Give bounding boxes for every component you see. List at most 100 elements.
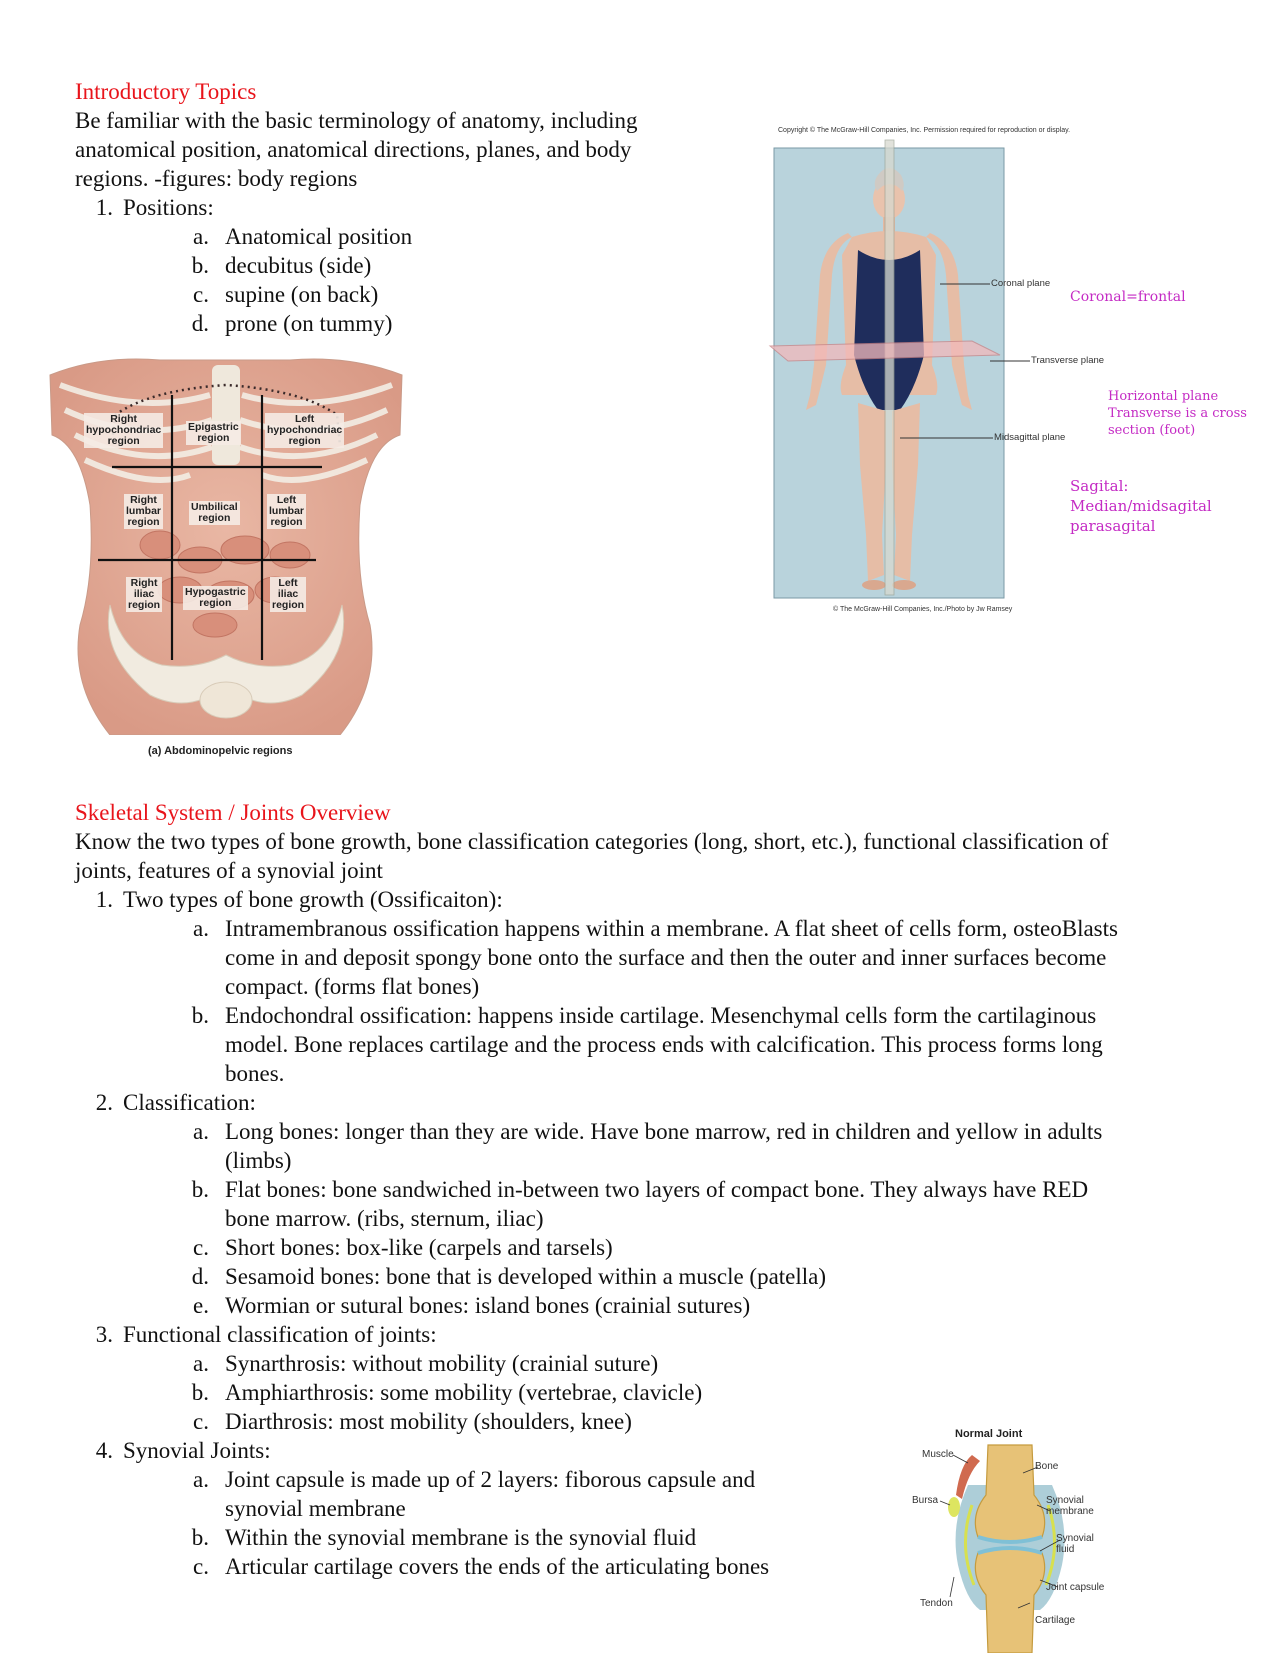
label-synovial-membrane: Synovial membrane xyxy=(1046,1495,1094,1517)
sublist-letter: a. xyxy=(193,1119,209,1144)
sublist-line: Flat bones: bone sandwiched in-between t… xyxy=(225,1177,1089,1202)
label-bursa: Bursa xyxy=(912,1495,939,1506)
sublist-line: Within the synovial membrane is the syno… xyxy=(225,1525,697,1550)
label-tendon: Tendon xyxy=(920,1598,953,1609)
sublist-text: Articular cartilage covers the ends of t… xyxy=(225,1552,769,1581)
section-heading-skeletal: Skeletal System / Joints Overview xyxy=(75,800,391,825)
sublist-text: decubitus (side) xyxy=(225,253,372,278)
list-number: 1. xyxy=(95,195,113,220)
sublist-text: Flat bones: bone sandwiched in-between t… xyxy=(225,1175,1088,1233)
sublist-letter: e. xyxy=(193,1293,209,1318)
label-cartilage: Cartilage xyxy=(1035,1615,1076,1626)
sublist-line: come in and deposit spongy bone onto the… xyxy=(225,945,1107,970)
sublist-letter: b. xyxy=(191,1525,209,1550)
normal-joint-figure: Normal Joint Muscle Bone Bursa Synovial xyxy=(910,1425,1110,1653)
list-text: Two types of bone growth (Ossificaiton): xyxy=(123,887,503,912)
sublist-text: prone (on tummy) xyxy=(225,311,393,336)
intro-line: anatomical position, anatomical directio… xyxy=(75,137,632,162)
annotation-line: Transverse is a cross xyxy=(1108,406,1247,421)
sublist-text: Amphiarthrosis: some mobility (vertebrae… xyxy=(225,1378,702,1407)
annotation-line: parasagital xyxy=(1070,517,1156,535)
sublist-text: Within the synovial membrane is the syno… xyxy=(225,1523,696,1552)
figure-photo-credit: © The McGraw-Hill Companies, Inc./Photo … xyxy=(833,606,1013,613)
sublist-text: Sesamoid bones: bone that is developed w… xyxy=(225,1262,826,1291)
intro-line: joints, features of a synovial joint xyxy=(75,858,383,883)
sublist-text: Long bones: longer than they are wide. H… xyxy=(225,1117,1102,1175)
sublist-letter: b. xyxy=(191,253,209,278)
sublist-letter: a. xyxy=(193,1351,209,1376)
section-heading-introductory: Introductory Topics xyxy=(75,79,257,104)
sublist-line: Wormian or sutural bones: island bones (… xyxy=(225,1293,751,1318)
sublist-text: Joint capsule is made up of 2 layers: fi… xyxy=(225,1465,755,1523)
sublist-line: Amphiarthrosis: some mobility (vertebrae… xyxy=(225,1380,703,1405)
sublist-line: bones. xyxy=(225,1061,285,1086)
sublist-letter: c. xyxy=(193,1235,209,1260)
figure-copyright: Copyright © The McGraw-Hill Companies, I… xyxy=(778,127,1071,134)
sublist-item: d. prone (on tummy) xyxy=(187,309,587,338)
label-bone: Bone xyxy=(1035,1461,1059,1472)
sublist-letter: a. xyxy=(193,1467,209,1492)
list-item-positions: 1. Positions: xyxy=(85,193,485,222)
sublist-letter: b. xyxy=(191,1177,209,1202)
sublist-item: c. supine (on back) xyxy=(187,280,587,309)
annotation-line: Sagital: xyxy=(1070,477,1129,495)
sublist-line: Short bones: box-like (carpels and tarse… xyxy=(225,1235,613,1260)
annotation-coronal: Coronal=frontal xyxy=(1070,289,1186,305)
list-text: Positions: xyxy=(123,195,214,220)
sublist-line: Synarthrosis: without mobility (crainial… xyxy=(225,1351,659,1376)
sublist-line: (limbs) xyxy=(225,1148,292,1173)
sublist-line: synovial membrane xyxy=(225,1496,406,1521)
sublist-text: Short bones: box-like (carpels and tarse… xyxy=(225,1233,613,1262)
sublist-item: a. Anatomical position xyxy=(187,222,587,251)
list-number: 3. xyxy=(95,1322,113,1347)
intro-line: Be familiar with the basic terminology o… xyxy=(75,108,638,133)
sublist-text: Synarthrosis: without mobility (crainial… xyxy=(225,1349,658,1378)
sublist-item: b. decubitus (side) xyxy=(187,251,587,280)
sublist-line: Joint capsule is made up of 2 layers: fi… xyxy=(225,1467,756,1492)
label-muscle: Muscle xyxy=(922,1449,954,1460)
figure-caption: (a) Abdominopelvic regions xyxy=(148,745,293,757)
sublist-letter: b. xyxy=(191,1003,209,1028)
sublist-text: Diarthrosis: most mobility (shoulders, k… xyxy=(225,1407,632,1436)
joint-illustration xyxy=(939,1444,1065,1653)
torso-illustration xyxy=(49,358,403,736)
list-number: 1. xyxy=(95,887,113,912)
sublist-letter: a. xyxy=(193,916,209,941)
sublist-letter: c. xyxy=(193,1554,209,1579)
sublist-text: Intramembranous ossification happens wit… xyxy=(225,914,1118,1001)
section-intro-paragraph: Know the two types of bone growth, bone … xyxy=(75,827,1108,885)
label-joint-capsule: Joint capsule xyxy=(1046,1582,1105,1593)
label-coronal-plane: Coronal plane xyxy=(991,278,1051,289)
annotation-line: Horizontal plane xyxy=(1108,389,1219,404)
sublist-letter: b. xyxy=(191,1380,209,1405)
sublist-text: supine (on back) xyxy=(225,282,379,307)
sublist-text: Anatomical position xyxy=(225,224,413,249)
list-item-bone-growth: 1. Two types of bone growth (Ossificaito… xyxy=(85,885,785,914)
sublist-line: compact. (forms flat bones) xyxy=(225,974,480,999)
sublist-letter: d. xyxy=(191,1264,209,1289)
list-number: 2. xyxy=(95,1090,113,1115)
label-synovial-fluid: Synovial fluid xyxy=(1056,1533,1094,1555)
sublist-line: bone marrow. (ribs, sternum, iliac) xyxy=(225,1206,544,1231)
sublist-line: Endochondral ossification: happens insid… xyxy=(225,1003,1097,1028)
sublist-line: Articular cartilage covers the ends of t… xyxy=(225,1554,770,1579)
sublist-line: Sesamoid bones: bone that is developed w… xyxy=(225,1264,827,1289)
list-item-functional-classification: 3. Functional classification of joints: xyxy=(85,1320,785,1349)
list-item-classification: 2. Classification: xyxy=(85,1088,785,1117)
intro-line: regions. -figures: body regions xyxy=(75,166,358,191)
annotation-sagittal: Sagital: Median/midsagital parasagital xyxy=(1070,476,1212,536)
body-planes-illustration xyxy=(768,139,1030,599)
sublist-line: model. Bone replaces cartilage and the p… xyxy=(225,1032,1103,1057)
annotation-line: Median/midsagital xyxy=(1070,497,1212,515)
list-text: Functional classification of joints: xyxy=(123,1322,437,1347)
sublist-letter: c. xyxy=(193,1409,209,1434)
